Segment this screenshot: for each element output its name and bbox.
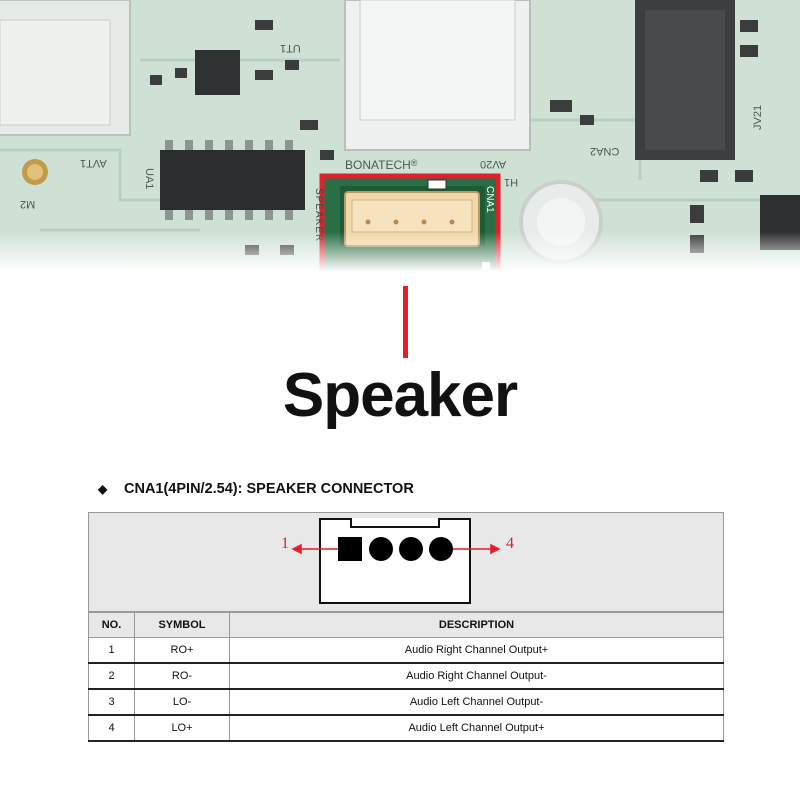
cell-symbol: RO+ [134,637,230,664]
table-row: 3 LO- Audio Left Channel Output- [88,689,724,716]
cell-description: Audio Right Channel Output+ [229,637,724,664]
pcb-photo: M2 AVT1 UT1 UA1 BONATECH® AV20 H1 CNA2 J… [0,0,800,272]
cell-description: Audio Left Channel Output+ [229,715,724,742]
pin-4-round [429,537,453,561]
silk-jv21: JV21 [752,104,764,130]
pin-1-square [338,537,362,561]
table-row: 2 RO- Audio Right Channel Output- [88,663,724,690]
silk-cna1: CNA1 [484,186,495,213]
header-symbol: SYMBOL [134,612,230,638]
pin-3-round [399,537,423,561]
silk-cna2: CNA2 [590,145,620,157]
callout-title: Speaker [282,361,518,430]
table-row: 4 LO+ Audio Left Channel Output+ [88,715,724,742]
table-header-row: NO. SYMBOL DESCRIPTION [88,612,724,638]
cell-no: 1 [88,637,135,664]
pcb-artwork [0,0,800,272]
cell-description: Audio Right Channel Output- [229,663,724,690]
header-no: NO. [88,612,135,638]
header-description: DESCRIPTION [229,612,724,638]
silk-m2: M2 [20,198,36,210]
table-row: 1 RO+ Audio Right Channel Output+ [88,637,724,664]
silk-av20: AV20 [480,158,507,170]
photo-fade [0,232,800,272]
cell-no: 3 [88,689,135,716]
connector-latch-tab [350,518,440,528]
cell-symbol: RO- [134,663,230,690]
silk-bonatech: BONATECH® [345,158,417,172]
cell-symbol: LO- [134,689,230,716]
callout-connector-line [403,286,408,358]
pin-2-round [369,537,393,561]
silk-ut1: UT1 [280,42,301,54]
pin-assignment-table: NO. SYMBOL DESCRIPTION 1 RO+ Audio Right… [88,612,724,742]
diamond-bullet-icon: ◆ [98,482,108,496]
connector-housing-outline [319,518,471,604]
cell-no: 4 [88,715,135,742]
silk-registered-mark: ® [410,158,418,168]
section-heading-text: CNA1(4PIN/2.54): SPEAKER CONNECTOR [124,481,414,497]
cell-no: 2 [88,663,135,690]
pin-label-last: 4 [506,535,514,552]
silk-h1: H1 [504,176,519,188]
section-heading: ◆ CNA1(4PIN/2.54): SPEAKER CONNECTOR [98,481,414,497]
silk-avt1: AVT1 [80,157,107,169]
cell-description: Audio Left Channel Output- [229,689,724,716]
silk-bonatech-text: BONATECH [345,158,411,172]
silk-ua1: UA1 [143,168,155,190]
cell-symbol: LO+ [134,715,230,742]
connector-highlight-box [319,173,501,272]
pin-label-first: 1 [281,535,289,552]
